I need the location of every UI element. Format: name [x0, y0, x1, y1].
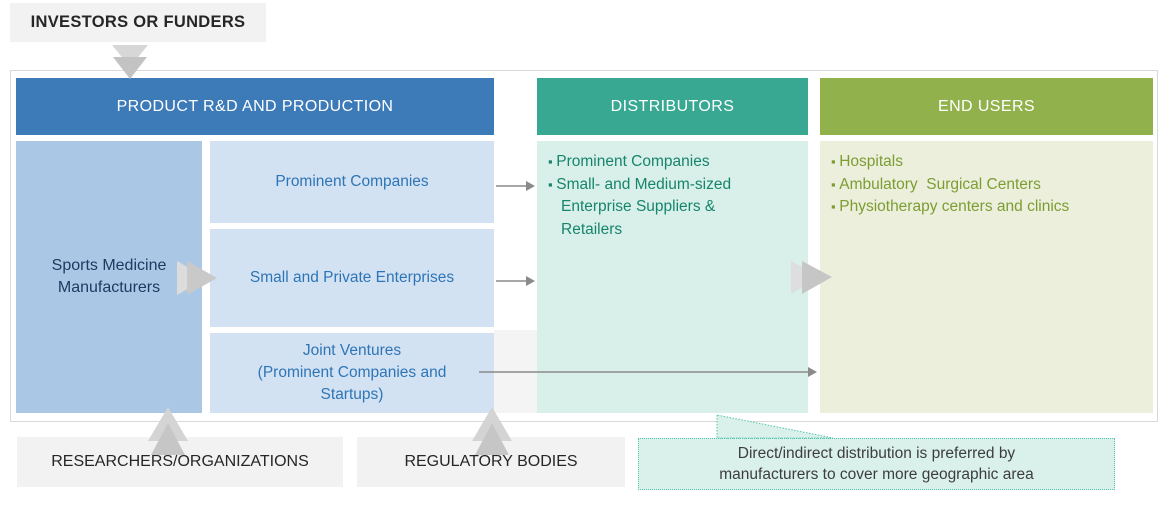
- regulatory-arrow-stem: [494, 330, 537, 413]
- distributors-header: DISTRIBUTORS: [537, 78, 808, 135]
- manufacturers-box: Sports Medicine Manufacturers: [16, 141, 202, 413]
- researchers-organizations-label: RESEARCHERS/ORGANIZATIONS: [17, 437, 343, 487]
- distributors-list: Prominent Companies Small- and Medium-si…: [548, 151, 796, 241]
- regulatory-bodies-label: REGULATORY BODIES: [357, 437, 625, 487]
- investors-funders-label: INVESTORS OR FUNDERS: [10, 3, 266, 42]
- list-item: Small- and Medium-sized Enterprise Suppl…: [548, 174, 796, 242]
- production-header: PRODUCT R&D AND PRODUCTION: [16, 78, 494, 135]
- list-item: Hospitals: [831, 151, 1141, 174]
- end-users-list: Hospitals Ambulatory Surgical Centers Ph…: [831, 151, 1141, 219]
- list-item: Prominent Companies: [548, 151, 796, 174]
- distribution-callout-note: Direct/indirect distribution is preferre…: [638, 438, 1115, 490]
- distributors-panel: Prominent Companies Small- and Medium-si…: [537, 141, 808, 413]
- channel-box-prominent-companies: Prominent Companies: [210, 141, 494, 223]
- channel-box-joint-ventures: Joint Ventures (Prominent Companies and …: [210, 333, 494, 413]
- end-users-header: END USERS: [820, 78, 1153, 135]
- list-item: Physiotherapy centers and clinics: [831, 196, 1141, 219]
- list-item: Ambulatory Surgical Centers: [831, 174, 1141, 197]
- end-users-panel: Hospitals Ambulatory Surgical Centers Ph…: [820, 141, 1153, 413]
- channel-box-small-private-enterprises: Small and Private Enterprises: [210, 229, 494, 327]
